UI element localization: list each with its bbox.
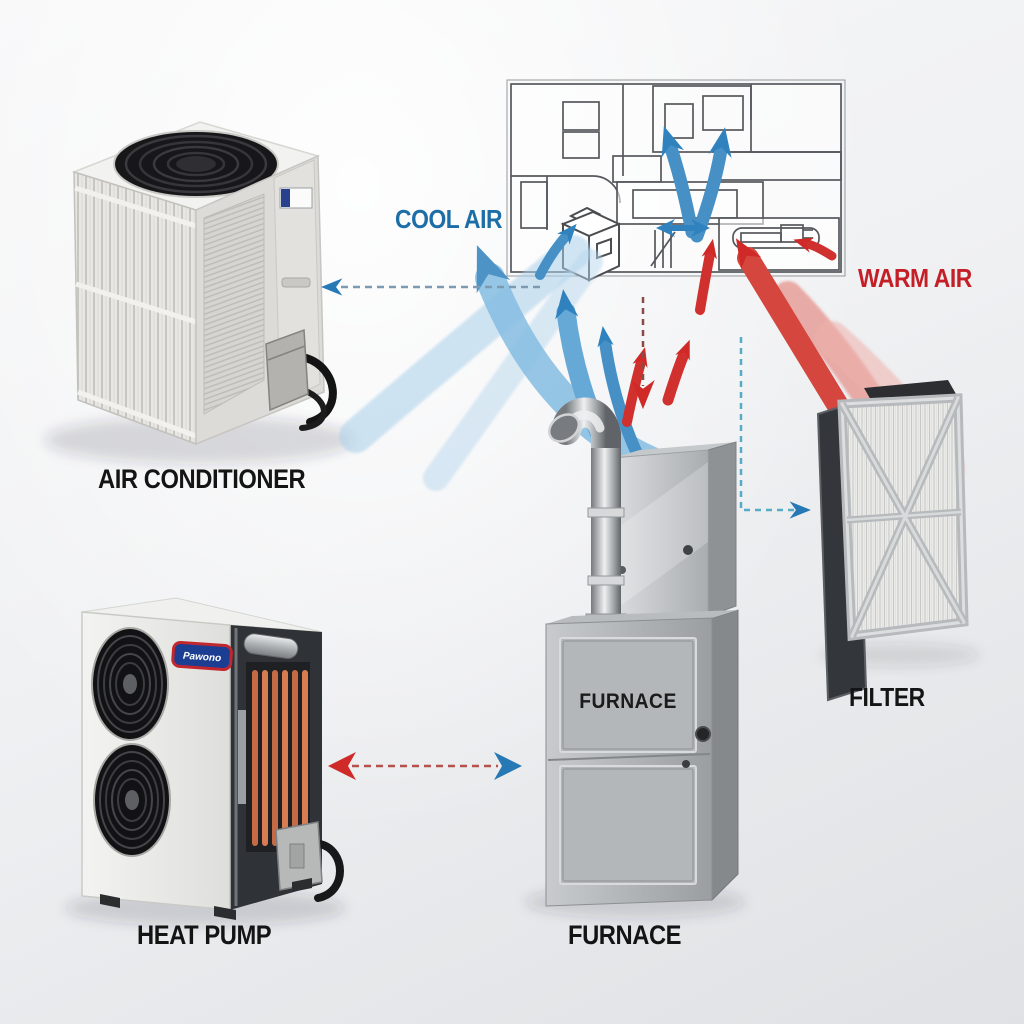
warm-up-arrow-1 bbox=[662, 339, 690, 406]
heat-pump-illustration: Pawono bbox=[81, 597, 344, 920]
flue-pipe bbox=[547, 397, 627, 627]
warm-return-arrow bbox=[695, 238, 717, 315]
condenser-fan-icon bbox=[113, 130, 279, 198]
heat-pump-badge-text: Pawono bbox=[182, 651, 221, 665]
cool-supply-arrow-left bbox=[661, 126, 699, 239]
connectors bbox=[321, 278, 811, 780]
ac-louver-panel bbox=[73, 170, 197, 446]
furnace-knob bbox=[695, 726, 711, 742]
heat-pump-badge: Pawono bbox=[171, 640, 233, 672]
air-conditioner-illustration bbox=[71, 121, 337, 446]
filter-frame-brace bbox=[838, 396, 968, 638]
stairs-icon bbox=[650, 230, 676, 268]
filter-caption: FILTER bbox=[849, 682, 925, 712]
furnace-caption: FURNACE bbox=[568, 920, 682, 950]
filter-top-bracket bbox=[864, 380, 956, 402]
furnace-sight-glass bbox=[682, 760, 690, 768]
furnace-upper-top bbox=[612, 442, 736, 458]
ac-electrical-box bbox=[265, 328, 337, 431]
furnace-door-lower bbox=[559, 765, 697, 885]
heat-pump-fan-bottom-icon bbox=[93, 743, 171, 857]
furnace-gas-valve bbox=[683, 545, 693, 555]
furnace-lower-side bbox=[711, 609, 739, 902]
connector-heatpump-furnace bbox=[328, 752, 522, 780]
cool-air-arrows bbox=[339, 126, 732, 491]
furnace-door-lower-edge bbox=[562, 768, 694, 882]
ac-louver-frames bbox=[74, 185, 197, 439]
furnace-illustration: FURNACE bbox=[545, 397, 739, 907]
ac-vent-slats bbox=[203, 193, 265, 415]
warm-swoosh-large bbox=[735, 238, 859, 433]
warm-left-arrow bbox=[793, 237, 837, 261]
ac-brand-label bbox=[279, 187, 313, 209]
furnace-door-text: FURNACE bbox=[579, 690, 677, 713]
air-conditioner-caption: AIR CONDITIONER bbox=[98, 464, 306, 494]
connector-warm-to-filter bbox=[739, 337, 811, 519]
cool-swoosh-large bbox=[475, 245, 667, 477]
cool-air-label: COOL AIR bbox=[395, 204, 503, 234]
filter-illustration bbox=[816, 380, 969, 702]
heat-pump-feet bbox=[100, 878, 312, 920]
furnace-door-gap bbox=[547, 753, 711, 761]
floor-plan-outer-wall bbox=[506, 79, 846, 277]
furnace-door-upper bbox=[559, 637, 697, 753]
ac-handle-slot bbox=[281, 277, 311, 288]
furnace-lower-top bbox=[546, 610, 738, 624]
heat-pump-junction-box bbox=[275, 821, 344, 902]
furnace-door-upper-edge bbox=[562, 640, 694, 750]
furnace-upper-side bbox=[707, 441, 737, 617]
heat-pump-compressor bbox=[243, 633, 299, 660]
heat-pump-fan-top-icon bbox=[91, 627, 169, 741]
warm-air-label: WARM AIR bbox=[858, 263, 972, 293]
warm-up-arrow-2 bbox=[622, 347, 648, 427]
cool-swoosh-into-plan bbox=[535, 223, 577, 280]
heat-pump-caption: HEAT PUMP bbox=[137, 920, 272, 950]
heat-pump-coil bbox=[238, 662, 310, 852]
furnace-upper-sheen bbox=[612, 462, 708, 612]
cool-air-double-arrow bbox=[656, 219, 710, 237]
